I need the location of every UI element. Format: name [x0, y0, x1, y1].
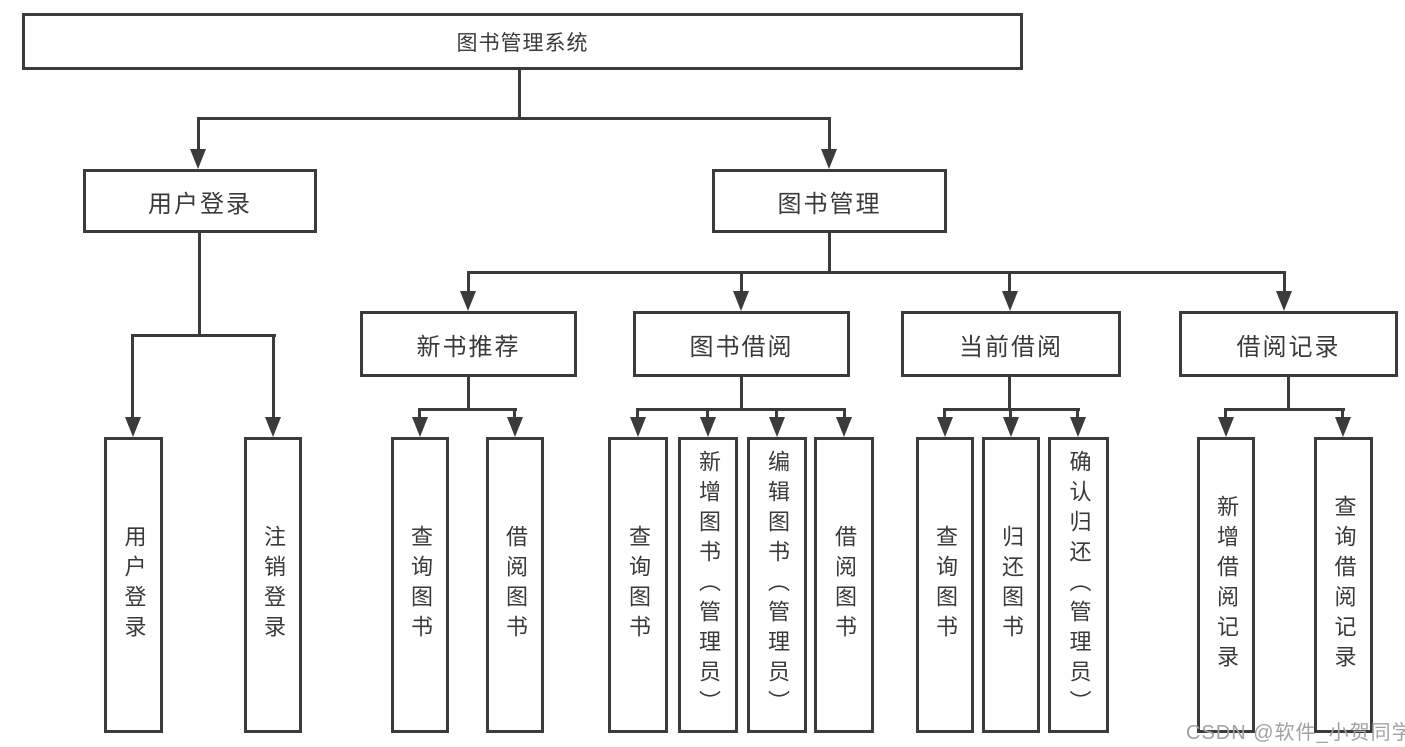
connector-current-borrowing-bar — [943, 408, 1080, 411]
node-borrow-books-borrow: 借阅图书 — [814, 437, 874, 733]
connector-drop — [1224, 410, 1227, 419]
node-book-borrowing: 图书借阅 — [633, 311, 850, 377]
arrow-down-icon — [460, 291, 476, 311]
connector-current-borrowing-stem — [1008, 377, 1011, 410]
arrow-down-icon — [769, 417, 785, 437]
arrow-down-icon — [700, 417, 716, 437]
connector-drop-login-action — [131, 336, 134, 418]
node-user-login: 用户登录 — [83, 169, 317, 233]
connector-book-management-stem — [828, 233, 831, 273]
connector-drop — [513, 410, 516, 419]
connector-new-book-stem — [467, 377, 470, 410]
arrow-down-icon — [1335, 417, 1351, 437]
connector-drop-logout-action — [272, 336, 275, 418]
node-confirm-return-admin: 确认归还（管理员） — [1048, 437, 1109, 733]
connector-drop-user-login — [197, 119, 200, 151]
connector-drop-current-borrowing — [1008, 273, 1011, 292]
arrow-down-icon — [265, 417, 281, 437]
connector-borrowing-records-bar — [1224, 408, 1345, 411]
node-query-books-recommend: 查询图书 — [391, 437, 449, 733]
connector-drop-book-borrowing — [740, 273, 743, 292]
connector-drop — [636, 410, 639, 419]
connector-drop-new-book — [467, 273, 470, 292]
arrow-down-icon — [1218, 417, 1234, 437]
node-user-login-action: 用户登录 — [104, 437, 163, 733]
connector-drop — [418, 410, 421, 419]
connector-level3-bar — [467, 271, 1286, 274]
node-add-books-admin: 新增图书（管理员） — [678, 437, 738, 733]
node-book-management: 图书管理 — [712, 169, 947, 233]
arrow-down-icon — [507, 417, 523, 437]
connector-drop — [706, 410, 709, 419]
connector-book-borrowing-bar — [636, 408, 846, 411]
connector-user-login-bar — [131, 334, 276, 337]
connector-drop — [843, 410, 846, 419]
connector-drop — [1076, 410, 1079, 419]
node-library-management-system: 图书管理系统 — [22, 13, 1023, 70]
connector-drop — [1341, 410, 1344, 419]
arrow-down-icon — [190, 149, 206, 169]
arrow-down-icon — [733, 291, 749, 311]
arrow-down-icon — [836, 417, 852, 437]
arrow-down-icon — [1070, 417, 1086, 437]
connector-user-login-stem — [198, 233, 201, 336]
connector-drop — [943, 410, 946, 419]
watermark: CSDN @软件_小贺同学 — [1186, 722, 1405, 744]
node-add-borrow-record: 新增借阅记录 — [1197, 437, 1255, 733]
arrow-down-icon — [937, 417, 953, 437]
arrow-down-icon — [1276, 291, 1292, 311]
arrow-down-icon — [1003, 417, 1019, 437]
node-borrow-books-recommend: 借阅图书 — [486, 437, 544, 733]
connector-level2-bar — [197, 117, 831, 120]
connector-drop-book-management — [828, 119, 831, 151]
connector-new-book-bar — [418, 408, 517, 411]
connector-root-stem — [518, 70, 521, 119]
node-return-books: 归还图书 — [982, 437, 1040, 733]
node-edit-books-admin: 编辑图书（管理员） — [747, 437, 807, 733]
connector-drop-borrowing-records — [1283, 273, 1286, 292]
arrow-down-icon — [412, 417, 428, 437]
node-query-books-borrow: 查询图书 — [608, 437, 668, 733]
node-current-borrowing: 当前借阅 — [901, 311, 1121, 377]
node-query-borrow-record: 查询借阅记录 — [1314, 437, 1373, 733]
node-query-books-current: 查询图书 — [916, 437, 974, 733]
arrow-down-icon — [1002, 291, 1018, 311]
node-logout-action: 注销登录 — [244, 437, 302, 733]
connector-borrowing-records-stem — [1287, 377, 1290, 410]
node-borrowing-records: 借阅记录 — [1179, 311, 1398, 377]
arrow-down-icon — [630, 417, 646, 437]
arrow-down-icon — [125, 417, 141, 437]
arrow-down-icon — [821, 149, 837, 169]
node-new-book-recommendation: 新书推荐 — [360, 311, 577, 377]
connector-book-borrowing-stem — [740, 377, 743, 410]
connector-drop — [1009, 410, 1012, 419]
connector-drop — [775, 410, 778, 419]
